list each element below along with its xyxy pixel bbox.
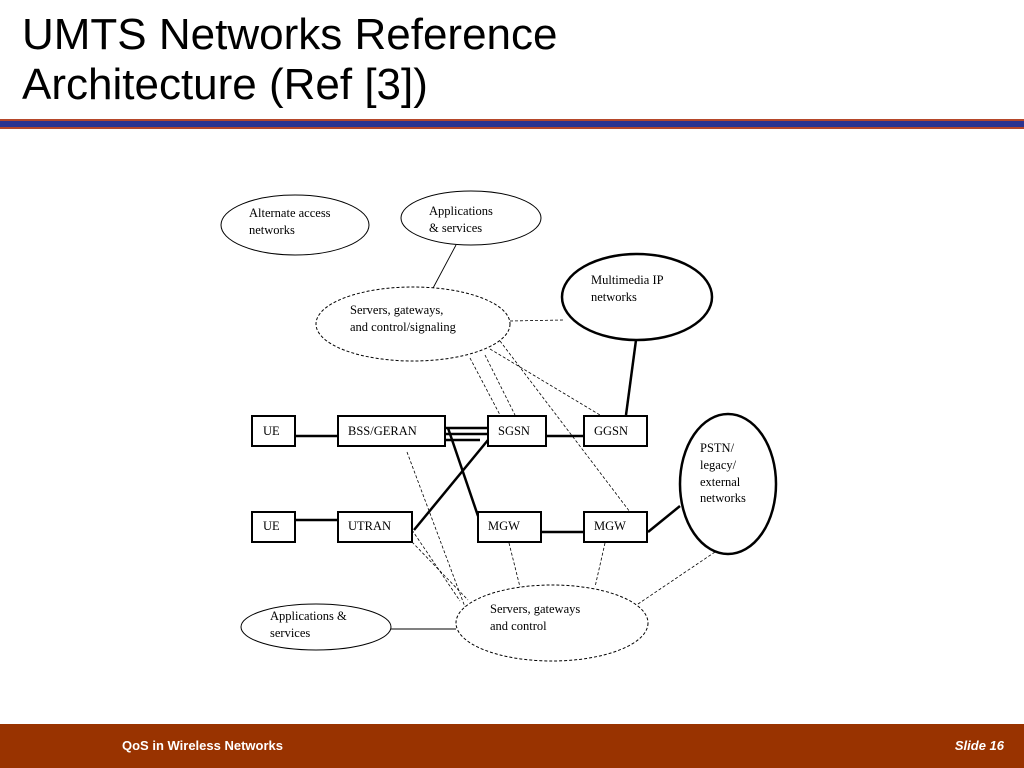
label-bss-geran: BSS/GERAN — [348, 424, 417, 438]
slide-footer: QoS in Wireless Networks Slide 16 — [0, 724, 1024, 768]
link-utran-sgsn — [413, 439, 489, 531]
label-sgsn: SGSN — [498, 424, 530, 438]
box-utran — [337, 511, 413, 543]
label-mgw-2: MGW — [594, 519, 626, 533]
ellipse-nodes — [220, 190, 778, 662]
label-mgw-1: MGW — [488, 519, 520, 533]
umts-architecture-diagram: Alternate access networks Applications &… — [220, 190, 778, 662]
node-alternate-access — [220, 194, 370, 256]
title-divider — [0, 121, 1024, 127]
link-bss-mgw1 — [446, 427, 480, 517]
footer-slide-number: Slide 16 — [954, 738, 1004, 753]
label-applications-top-1: Applications — [429, 204, 493, 218]
connector-servers-top-sgsn-a — [469, 357, 501, 416]
connector-utran-servers-bottom — [411, 529, 461, 602]
label-utran: UTRAN — [348, 519, 391, 533]
label-applications-bottom-2: services — [270, 626, 310, 640]
connector-servers-top-multimedia — [509, 319, 564, 322]
label-servers-top-2: and control/signaling — [350, 320, 457, 334]
connector-apps-top-servers-top — [431, 244, 457, 291]
label-multimedia-ip-2: networks — [591, 290, 637, 304]
label-alternate-access-1: Alternate access — [249, 206, 331, 220]
label-servers-top-1: Servers, gateways, — [350, 303, 443, 317]
label-servers-bottom-2: and control — [490, 619, 547, 633]
node-applications-bottom — [240, 603, 392, 651]
link-mgw2-pstn — [647, 505, 681, 533]
label-pstn-3: external — [700, 475, 741, 489]
node-labels: Alternate access networks Applications &… — [249, 204, 746, 640]
label-multimedia-ip-1: Multimedia IP — [591, 273, 664, 287]
connector-servers-top-mgw — [499, 340, 631, 513]
label-applications-top-2: & services — [429, 221, 482, 235]
label-servers-bottom-1: Servers, gateways — [490, 602, 580, 616]
box-mgw-2 — [583, 511, 648, 543]
connector-utran-servers-bottom-b — [411, 541, 469, 601]
connector-bss-servers-bottom — [406, 451, 466, 608]
label-ue-2: UE — [263, 519, 280, 533]
connector-servers-top-ggsn — [489, 348, 601, 416]
footer-presentation-title: QoS in Wireless Networks — [122, 738, 283, 753]
box-sgsn — [487, 415, 547, 447]
node-pstn — [678, 412, 778, 556]
box-nodes — [251, 415, 648, 543]
connector-mgw2-servers-bottom — [594, 542, 606, 588]
box-ggsn — [583, 415, 648, 447]
label-ue-1: UE — [263, 424, 280, 438]
connector-servers-top-sgsn-b — [484, 354, 516, 416]
node-multimedia-ip — [560, 252, 714, 342]
slide-title-line-1: UMTS Networks Reference — [22, 10, 558, 59]
box-mgw-1 — [477, 511, 542, 543]
label-pstn-4: networks — [700, 491, 746, 505]
title-divider-edge-top — [0, 119, 1024, 121]
thick-connectors — [295, 339, 681, 534]
label-pstn-1: PSTN/ — [700, 441, 735, 455]
box-bss-geran — [337, 415, 446, 447]
title-divider-edge-bottom — [0, 127, 1024, 129]
node-servers-bottom — [455, 584, 649, 662]
connector-pstn-servers-bottom — [637, 551, 716, 605]
label-ggsn: GGSN — [594, 424, 628, 438]
slide-title-line-2: Architecture (Ref [3]) — [22, 60, 428, 109]
connector-mgw1-servers-bottom — [508, 542, 521, 588]
slide-title: UMTS Networks Reference Architecture (Re… — [22, 10, 922, 110]
thin-connectors — [390, 244, 457, 630]
box-ue-1 — [251, 415, 296, 447]
link-ggsn-multimedia — [624, 339, 638, 416]
label-alternate-access-2: networks — [249, 223, 295, 237]
node-applications-top — [400, 190, 542, 246]
box-ue-2 — [251, 511, 296, 543]
label-applications-bottom-1: Applications & — [270, 609, 347, 623]
dashed-connectors — [406, 319, 716, 608]
label-pstn-2: legacy/ — [700, 458, 737, 472]
node-servers-top — [315, 286, 511, 362]
